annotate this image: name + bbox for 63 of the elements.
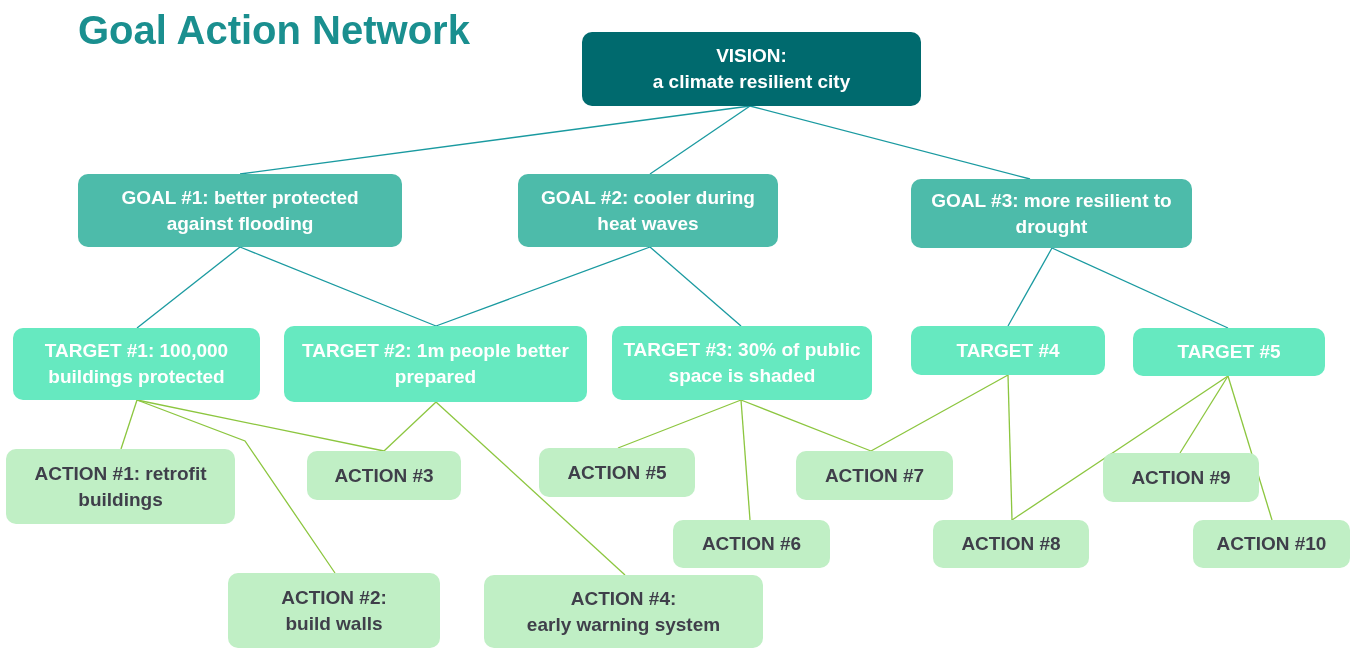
connector-line [1011, 375, 1229, 521]
target-box [13, 328, 260, 400]
vision-box [582, 32, 921, 106]
connector-line [1007, 247, 1053, 327]
goal-box [518, 174, 778, 247]
node-heading: TARGET #3: 30% of public space is shaded [622, 338, 862, 388]
connector-line [383, 401, 437, 452]
connector-line [1007, 374, 1013, 521]
connector-line [136, 399, 336, 574]
action-box [933, 520, 1089, 568]
target-box [612, 326, 872, 400]
action-box [228, 573, 440, 648]
connector-line [749, 105, 1031, 180]
connector-line [649, 105, 751, 175]
node-heading: GOAL #3: more resilient to drought [930, 188, 1173, 239]
node-heading: TARGET #5 [1177, 340, 1281, 365]
node-text: a climate resilient city [652, 70, 851, 94]
connector-line [435, 401, 626, 576]
action-box [307, 451, 461, 500]
connector-line [239, 105, 751, 175]
connector-line [435, 246, 651, 327]
connector-line [136, 246, 241, 329]
connector-line [239, 246, 437, 327]
connector-line [1179, 375, 1229, 454]
node-heading: TARGET #2: 1m people better prepared [301, 339, 570, 389]
goal-box [78, 174, 402, 247]
connector-line [870, 374, 1009, 452]
node-heading: ACTION #4: [570, 586, 677, 611]
node-heading: ACTION #5 [567, 460, 667, 485]
node-heading: ACTION #6 [701, 532, 802, 557]
node-text: build walls [285, 611, 383, 636]
target-box [1133, 328, 1325, 376]
action-box [1103, 453, 1259, 502]
action-box [1193, 520, 1350, 568]
connector-line [740, 399, 751, 521]
goal-box [911, 179, 1192, 248]
connector-line [120, 399, 138, 450]
node-text: early warning system [526, 612, 721, 637]
node-heading: VISION: [716, 44, 787, 69]
target-box [284, 326, 587, 402]
node-heading: ACTION #7 [824, 463, 925, 488]
action-box [796, 451, 953, 500]
connector-line [740, 399, 872, 452]
node-heading: TARGET #1: 100,000 buildings protected [43, 339, 230, 389]
diagram-title: Goal Action Network [78, 8, 470, 53]
node-heading: GOAL #1: better protected against flooding [120, 185, 360, 236]
connector-line [1051, 247, 1229, 329]
node-heading: ACTION #8 [961, 532, 1061, 557]
node-heading: GOAL #2: cooler during heat waves [540, 185, 756, 236]
node-heading: TARGET #4 [956, 338, 1060, 363]
node-heading: ACTION #2: [281, 585, 387, 610]
target-box [911, 326, 1105, 375]
connector-line [649, 246, 742, 327]
node-heading: ACTION #9 [1131, 465, 1231, 490]
node-heading: ACTION #1: retrofit buildings [33, 461, 208, 512]
action-box [6, 449, 235, 524]
node-heading: ACTION #3 [334, 463, 434, 488]
action-box [539, 448, 695, 497]
node-heading: ACTION #10 [1216, 532, 1327, 557]
action-box [673, 520, 830, 568]
action-box [484, 575, 763, 648]
connector-line [617, 399, 742, 449]
connector-line [136, 399, 385, 452]
